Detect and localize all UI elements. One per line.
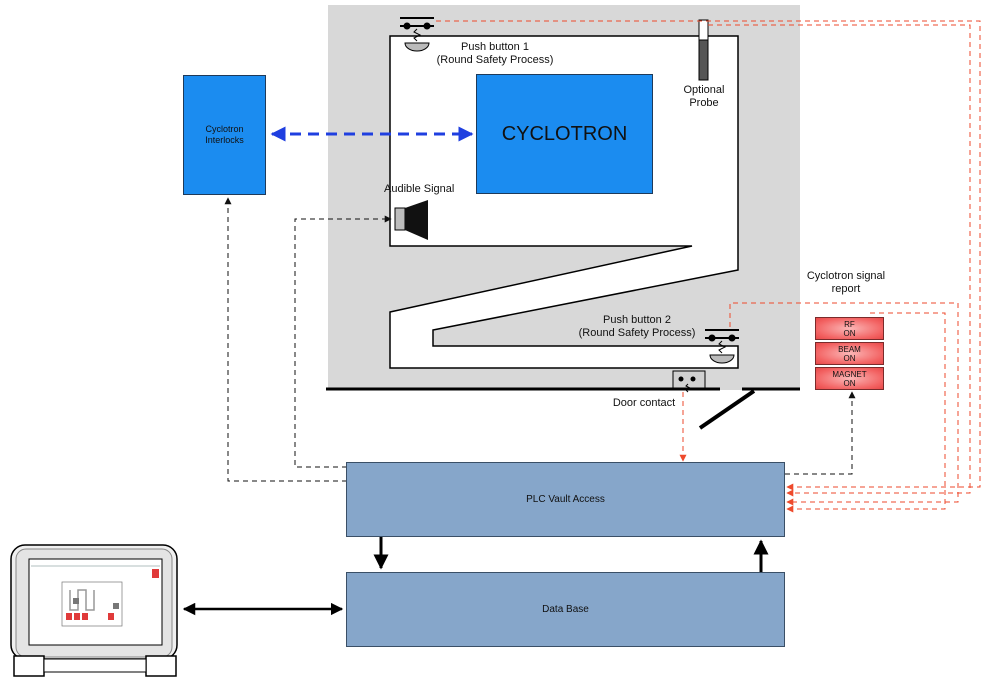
optional-probe-label: Optional Probe (680, 84, 728, 110)
beam-indicator-line1: BEAM (838, 345, 861, 354)
cyclotron-interlocks-box: Cyclotron Interlocks (183, 75, 266, 195)
push-button-2-label: Push button 2 (Round Safety Process) (562, 314, 712, 340)
database-box: Data Base (346, 572, 785, 647)
rf-indicator: RF ON (815, 317, 884, 340)
signal-report-line2: report (831, 283, 861, 295)
cyclotron-box: CYCLOTRON (476, 74, 653, 194)
rf-indicator-line2: ON (843, 329, 856, 338)
optional-probe-line2: Probe (689, 97, 719, 109)
push-button-1-title: Push button 1 (461, 41, 529, 53)
beam-indicator-line2: ON (843, 354, 856, 363)
push-button-2-signal (729, 302, 959, 506)
vault-door (698, 389, 756, 430)
push-button-1-signal (436, 20, 981, 491)
speaker-icon (394, 200, 428, 240)
interlocks-label-line1: Cyclotron (205, 124, 244, 134)
audible-signal-label: Audible Signal (384, 183, 455, 195)
cyclotron-signal-report (786, 312, 946, 513)
signal-report-label: Cyclotron signal report (796, 270, 896, 296)
probe-signal (708, 24, 971, 497)
rf-indicator-line1: RF (844, 320, 855, 329)
plc-label: PLC Vault Access (526, 494, 605, 505)
cyclotron-label: CYCLOTRON (501, 122, 628, 145)
plc-to-audible-line (294, 215, 392, 468)
magnet-indicator: MAGNET ON (815, 367, 884, 390)
door-contact-icon (672, 370, 706, 393)
plc-to-interlocks-line (224, 197, 347, 482)
signal-report-line1: Cyclotron signal (806, 270, 886, 282)
optional-probe-icon (698, 19, 709, 81)
push-button-1-subtitle: (Round Safety Process) (436, 54, 554, 66)
push-button-2-subtitle: (Round Safety Process) (578, 327, 696, 339)
database-label: Data Base (542, 604, 589, 615)
optional-probe-line1: Optional (683, 84, 725, 96)
push-button-1-icon (400, 17, 434, 52)
plc-to-indicators-line (785, 391, 856, 475)
interlocks-label-line2: Interlocks (205, 135, 244, 145)
monitor-icon (10, 544, 178, 677)
beam-indicator: BEAM ON (815, 342, 884, 365)
plc-vault-access-box: PLC Vault Access (346, 462, 785, 537)
push-button-2-icon (705, 329, 739, 364)
push-button-2-title: Push button 2 (603, 314, 671, 326)
push-button-1-label: Push button 1 (Round Safety Process) (420, 41, 570, 67)
door-contact-label: Door contact (612, 397, 676, 409)
magnet-indicator-line1: MAGNET (832, 370, 867, 379)
magnet-indicator-line2: ON (843, 379, 856, 388)
